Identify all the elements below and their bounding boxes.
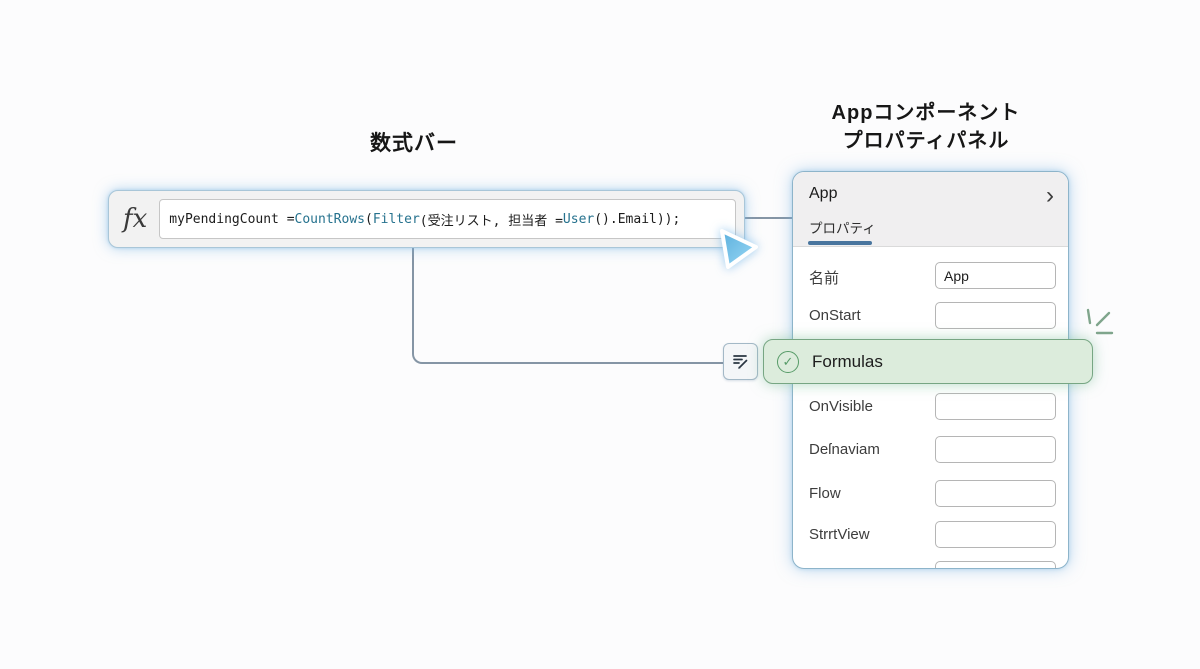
code-text: ( [364, 211, 373, 227]
defnaviam-input[interactable] [935, 436, 1056, 463]
flow-input[interactable] [935, 480, 1056, 507]
onstart-input[interactable] [935, 302, 1056, 329]
panel-component-name: App [809, 185, 838, 202]
panel-header: App › プロパティ [793, 172, 1068, 247]
code-text: myPendingCount = [169, 211, 295, 227]
strrtview-input[interactable] [935, 521, 1056, 548]
sparkle-emphasis-icon [1086, 308, 1114, 335]
label-onvisible: OnVisible [809, 398, 873, 415]
code-keyword: User [562, 211, 595, 227]
doc-icon-box [723, 343, 758, 380]
panel-title-line1: Appコンポーネント [831, 102, 1021, 124]
name-input[interactable] [935, 262, 1056, 289]
formulas-label: Formulas [812, 351, 883, 371]
tab-active-underline [808, 241, 872, 245]
panel-title-line2: プロパティパネル [842, 130, 1010, 152]
document-edit-icon [733, 355, 748, 369]
label-onstart: OnStart [809, 307, 861, 324]
formulas-highlight-row[interactable]: ✓ Formulas [763, 339, 1093, 384]
label-name: 名前 [809, 270, 840, 287]
code-keyword: CountRows [294, 211, 365, 227]
label-flow: Flow [809, 485, 841, 502]
fx-icon: fx [123, 204, 148, 234]
check-circle-icon: ✓ [777, 350, 799, 373]
panel-title: Appコンポーネント プロパティパネル [795, 99, 1057, 155]
code-keyword: Filter [372, 211, 420, 227]
formula-input[interactable]: myPendingCount = CountRows(Filter(受注リスト,… [159, 199, 736, 239]
chevron-right-icon[interactable]: › [1046, 182, 1054, 209]
label-strrtview: StrrtView [809, 526, 870, 543]
formula-bar: fx myPendingCount = CountRows(Filter(受注リ… [108, 190, 745, 248]
connector-bar-to-panel [745, 217, 793, 219]
code-text: ().Email)); [594, 211, 681, 227]
mouse-cursor-icon [720, 229, 758, 269]
connector-bar-to-formulas [412, 248, 724, 364]
tab-properties[interactable]: プロパティ [809, 221, 876, 236]
label-defnaviam: Deſnaviam [809, 441, 880, 458]
onvisible-input[interactable] [935, 393, 1056, 420]
formula-bar-title: 数式バー [370, 132, 458, 155]
code-text: (受注リスト, 担当者 = [419, 213, 563, 229]
clipped-bottom-input[interactable] [935, 561, 1056, 568]
